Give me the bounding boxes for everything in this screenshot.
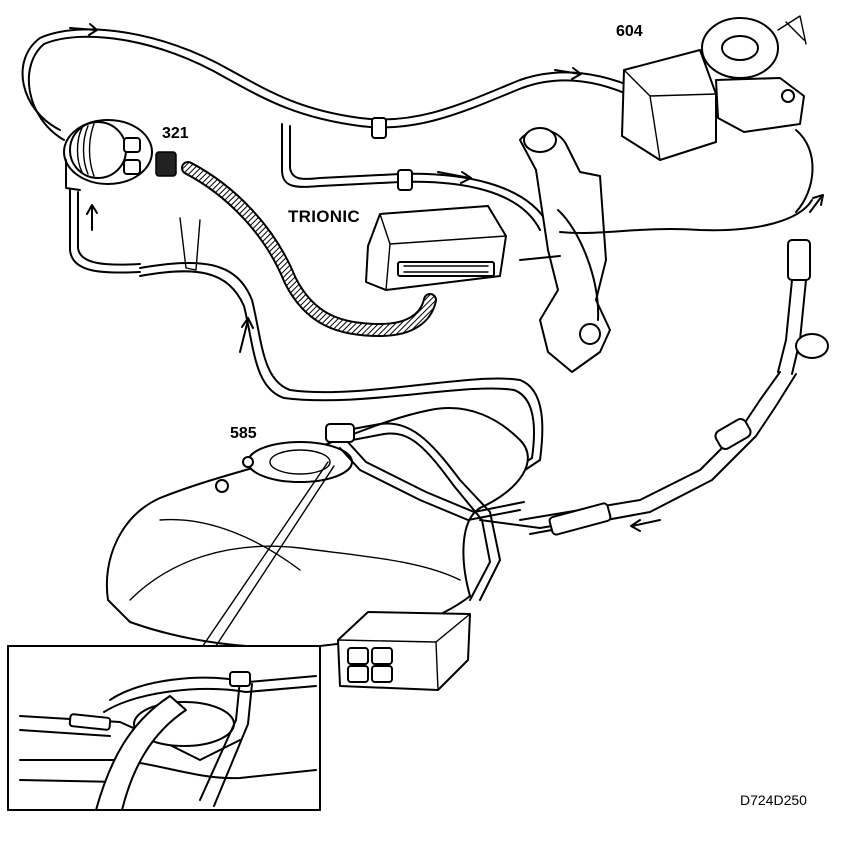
callout-585: 585 — [230, 425, 257, 442]
hose-connector-1-icon — [371, 117, 387, 139]
flow-arrows — [69, 23, 824, 532]
figure-code: D724D250 — [740, 792, 807, 808]
throttle-housing — [519, 127, 611, 373]
callout-321: 321 — [162, 125, 189, 142]
valve-electrical-connector-icon — [155, 151, 177, 177]
trionic-control-unit — [365, 205, 507, 291]
fuel-tank — [105, 407, 529, 649]
unit-604-return-hose — [795, 129, 814, 213]
detail-leader-lines — [199, 461, 335, 653]
callout-604: 604 — [616, 23, 643, 40]
hose-connector-2-icon — [397, 169, 413, 191]
hose-middle — [281, 117, 549, 231]
tank-supply-lines — [325, 422, 612, 601]
filler-neck — [519, 239, 829, 535]
purge-hose-top — [21, 28, 641, 141]
detail-inset — [7, 645, 321, 811]
unit-604 — [621, 15, 807, 161]
callout-trionic: TRIONIC — [288, 207, 360, 226]
evap-lines — [139, 217, 544, 481]
purge-valve-321 — [63, 119, 177, 274]
pump-585-flange — [247, 441, 353, 483]
charcoal-canister — [337, 611, 471, 691]
